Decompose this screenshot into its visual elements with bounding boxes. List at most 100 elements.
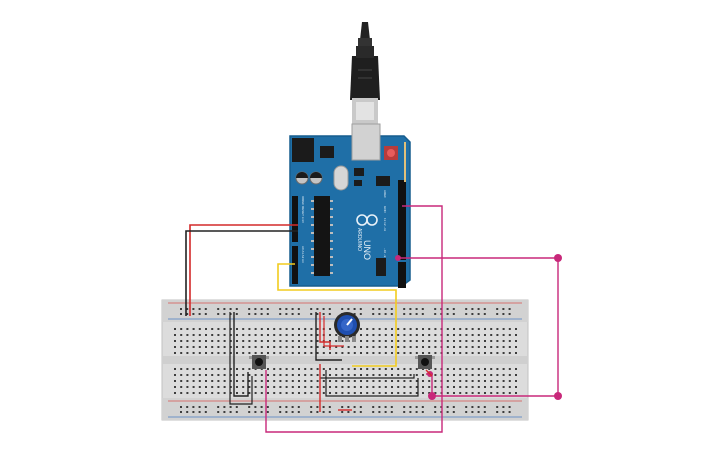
breadboard-hole[interactable]: [446, 368, 449, 370]
breadboard-hole[interactable]: [477, 411, 480, 413]
breadboard-hole[interactable]: [434, 313, 437, 315]
breadboard-hole[interactable]: [341, 411, 344, 413]
breadboard-hole[interactable]: [465, 374, 468, 376]
breadboard-hole[interactable]: [484, 392, 486, 394]
breadboard-hole[interactable]: [285, 352, 288, 354]
breadboard-hole[interactable]: [502, 346, 505, 348]
breadboard-hole[interactable]: [180, 392, 183, 394]
breadboard-hole[interactable]: [279, 334, 282, 336]
breadboard-hole[interactable]: [310, 334, 313, 336]
breadboard-hole[interactable]: [453, 380, 455, 382]
breadboard-hole[interactable]: [397, 386, 400, 388]
breadboard-hole[interactable]: [273, 386, 276, 388]
breadboard-hole[interactable]: [223, 392, 226, 394]
breadboard-hole[interactable]: [205, 328, 207, 330]
breadboard-hole[interactable]: [192, 368, 195, 370]
breadboard-hole[interactable]: [397, 352, 400, 354]
breadboard-hole[interactable]: [291, 380, 294, 382]
breadboard-hole[interactable]: [508, 328, 511, 330]
breadboard-hole[interactable]: [298, 346, 300, 348]
breadboard-hole[interactable]: [229, 308, 232, 310]
breadboard-hole[interactable]: [390, 411, 393, 413]
breadboard-hole[interactable]: [285, 411, 288, 413]
breadboard-hole[interactable]: [428, 352, 431, 354]
breadboard-hole[interactable]: [266, 308, 269, 310]
breadboard-hole[interactable]: [328, 411, 331, 413]
breadboard-hole[interactable]: [502, 380, 505, 382]
breadboard-hole[interactable]: [471, 380, 474, 382]
breadboard-hole[interactable]: [397, 346, 400, 348]
breadboard-hole[interactable]: [180, 374, 183, 376]
breadboard-hole[interactable]: [477, 313, 480, 315]
breadboard-hole[interactable]: [236, 334, 238, 336]
breadboard-hole[interactable]: [360, 386, 362, 388]
breadboard-hole[interactable]: [192, 340, 195, 342]
breadboard-hole[interactable]: [508, 386, 511, 388]
breadboard-hole[interactable]: [471, 340, 474, 342]
breadboard-hole[interactable]: [483, 308, 486, 310]
breadboard-hole[interactable]: [465, 406, 468, 408]
breadboard-hole[interactable]: [347, 346, 350, 348]
breadboard-hole[interactable]: [260, 313, 263, 315]
breadboard-hole[interactable]: [360, 368, 362, 370]
breadboard-hole[interactable]: [446, 374, 449, 376]
breadboard-hole[interactable]: [186, 340, 189, 342]
breadboard-hole[interactable]: [422, 340, 424, 342]
breadboard-hole[interactable]: [279, 340, 282, 342]
breadboard-hole[interactable]: [428, 380, 431, 382]
breadboard-hole[interactable]: [211, 340, 214, 342]
breadboard-hole[interactable]: [229, 374, 232, 376]
breadboard-hole[interactable]: [508, 411, 511, 413]
potentiometer[interactable]: [334, 312, 360, 342]
breadboard-hole[interactable]: [254, 334, 257, 336]
breadboard-hole[interactable]: [192, 406, 195, 408]
breadboard-hole[interactable]: [403, 346, 406, 348]
power-header[interactable]: [292, 196, 298, 242]
breadboard-hole[interactable]: [415, 392, 418, 394]
breadboard-hole[interactable]: [484, 340, 486, 342]
breadboard-hole[interactable]: [366, 386, 369, 388]
breadboard-hole[interactable]: [397, 380, 400, 382]
breadboard-hole[interactable]: [515, 386, 517, 388]
breadboard-hole[interactable]: [422, 328, 424, 330]
breadboard-hole[interactable]: [490, 368, 493, 370]
breadboard-hole[interactable]: [335, 386, 338, 388]
breadboard-hole[interactable]: [298, 386, 300, 388]
breadboard-hole[interactable]: [242, 328, 245, 330]
breadboard-hole[interactable]: [198, 374, 201, 376]
breadboard-hole[interactable]: [465, 334, 468, 336]
breadboard-hole[interactable]: [285, 368, 288, 370]
breadboard-hole[interactable]: [366, 334, 369, 336]
breadboard-hole[interactable]: [502, 386, 505, 388]
breadboard-hole[interactable]: [335, 380, 338, 382]
breadboard-hole[interactable]: [378, 352, 381, 354]
breadboard-hole[interactable]: [477, 328, 480, 330]
breadboard-hole[interactable]: [192, 386, 195, 388]
breadboard-hole[interactable]: [223, 374, 226, 376]
breadboard-hole[interactable]: [459, 392, 462, 394]
breadboard-hole[interactable]: [341, 392, 344, 394]
breadboard-hole[interactable]: [347, 380, 350, 382]
breadboard-hole[interactable]: [310, 411, 313, 413]
breadboard-hole[interactable]: [372, 368, 375, 370]
breadboard-hole[interactable]: [378, 334, 381, 336]
breadboard-hole[interactable]: [403, 392, 406, 394]
breadboard-hole[interactable]: [291, 386, 294, 388]
breadboard-hole[interactable]: [174, 340, 176, 342]
breadboard-hole[interactable]: [515, 374, 517, 376]
breadboard-hole[interactable]: [434, 334, 437, 336]
breadboard-hole[interactable]: [223, 352, 226, 354]
breadboard-hole[interactable]: [378, 380, 381, 382]
breadboard-hole[interactable]: [446, 392, 449, 394]
breadboard-hole[interactable]: [248, 346, 251, 348]
breadboard-hole[interactable]: [353, 374, 356, 376]
breadboard-hole[interactable]: [242, 392, 245, 394]
breadboard-hole[interactable]: [260, 392, 263, 394]
breadboard-hole[interactable]: [223, 346, 226, 348]
breadboard-hole[interactable]: [180, 386, 183, 388]
breadboard-hole[interactable]: [186, 346, 189, 348]
breadboard-hole[interactable]: [471, 313, 474, 315]
breadboard-hole[interactable]: [502, 374, 505, 376]
breadboard-hole[interactable]: [217, 406, 220, 408]
breadboard-hole[interactable]: [279, 374, 282, 376]
